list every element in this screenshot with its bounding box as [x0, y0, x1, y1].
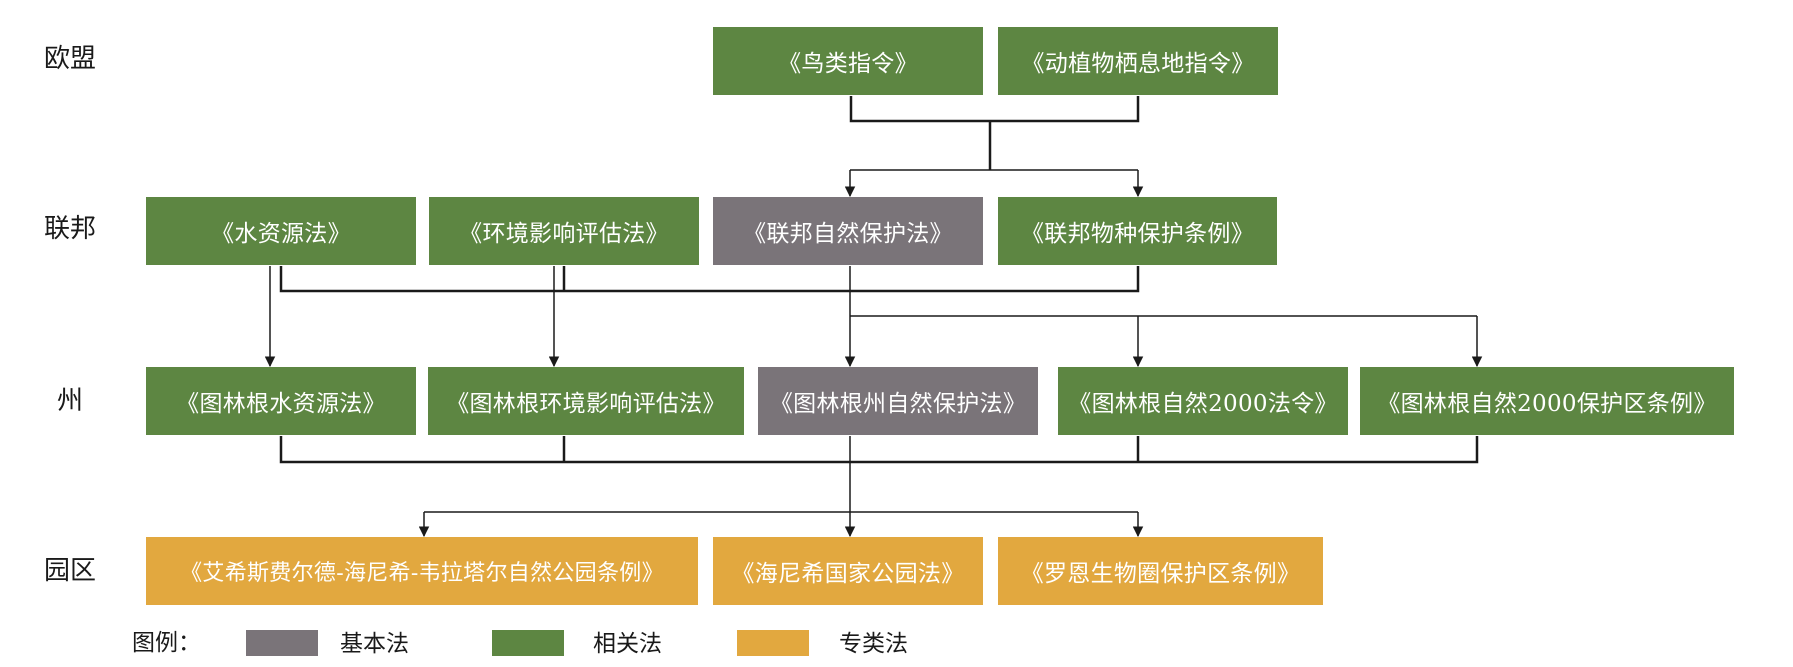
level-label-state: 州	[56, 386, 83, 416]
box-federal-eia-act: 《环境影响评估法》	[429, 197, 699, 265]
box-eu-habitats-directive: 《动植物栖息地指令》	[998, 27, 1278, 95]
federal-group-bracket	[279, 266, 1140, 293]
legend-swatch-basic	[246, 630, 318, 656]
box-state-natura2000-area-ordinance: 《图林根自然2000保护区条例》	[1360, 367, 1734, 435]
legend-swatch-special	[737, 630, 809, 656]
legend-label-special: 专类法	[839, 631, 908, 657]
box-state-nature-act: 《图林根州自然保护法》	[758, 367, 1038, 435]
box-park-rhoen-biosphere-ordinance: 《罗恩生物圈保护区条例》	[998, 537, 1323, 605]
box-state-water-act: 《图林根水资源法》	[146, 367, 416, 435]
state-group-bracket	[279, 436, 1479, 464]
legend-label-basic: 基本法	[340, 631, 409, 657]
box-state-eia-act: 《图林根环境影响评估法》	[428, 367, 744, 435]
box-federal-species-ordinance: 《联邦物种保护条例》	[998, 197, 1277, 265]
level-label-eu: 欧盟	[43, 44, 96, 74]
box-park-nature-park-ordinance: 《艾希斯费尔德-海尼希-韦拉塔尔自然公园条例》	[146, 537, 698, 605]
level-label-park: 园区	[43, 556, 96, 586]
legend-label-related: 相关法	[593, 631, 662, 657]
eu-group-bracket	[849, 96, 1140, 123]
box-eu-birds-directive: 《鸟类指令》	[713, 27, 983, 95]
level-label-federal: 联邦	[43, 214, 96, 244]
box-park-hainich-national-park-act: 《海尼希国家公园法》	[713, 537, 983, 605]
box-state-natura2000-decree: 《图林根自然2000法令》	[1058, 367, 1348, 435]
legend-swatch-related	[492, 630, 564, 656]
legend-title: 图例：	[132, 630, 201, 656]
box-federal-water-act: 《水资源法》	[146, 197, 416, 265]
box-federal-nature-act: 《联邦自然保护法》	[713, 197, 983, 265]
